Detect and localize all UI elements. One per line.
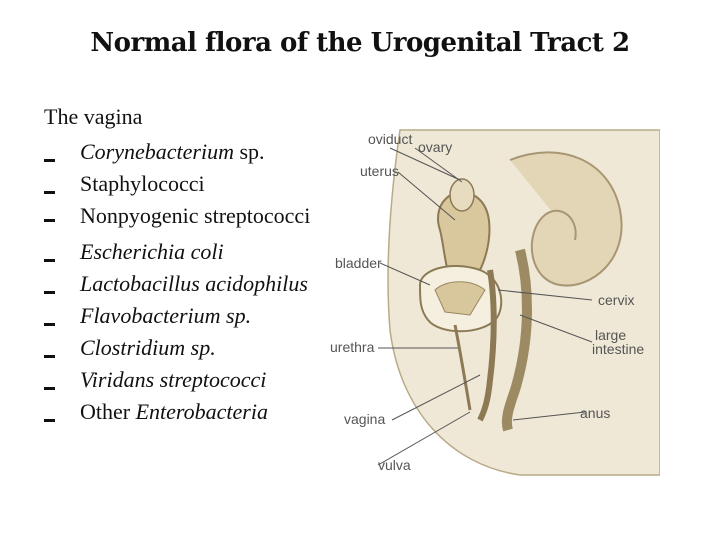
vaginal-canal [477,269,497,422]
organism-suffix: sp. [233,139,265,164]
intestine-shape [509,151,623,287]
organism-name: Enterobacteria [135,399,268,424]
organism-name: Lactobacillus acidophilus [80,271,308,296]
anatomy-diagram: oviduct ovary uterus bladder cervix larg… [330,129,660,476]
organism-name: Staphylococci [80,171,205,196]
label-vagina: vagina [344,411,385,427]
list-item: Other Enterobacteria [44,396,344,428]
label-uterus: uterus [360,163,399,179]
label-bladder: bladder [335,255,382,271]
label-vulva: vulva [378,457,411,473]
list-item: Clostridium sp. [44,332,344,364]
list-item: Flavobacterium sp. [44,300,344,332]
section-heading: The vagina [44,104,143,129]
list-item: Escherichia coli [44,236,344,268]
list-item: Viridans streptococci [44,364,344,396]
list-item: Staphylococci [44,168,344,200]
organism-prefix: Other [80,399,136,424]
list-item: Corynebacterium sp. [44,136,344,168]
organism-name: Clostridium sp. [80,335,216,360]
rectum-shape [501,248,532,432]
label-cervix: cervix [598,292,635,308]
list-item: Nonpyogenic streptococci [44,200,344,228]
organism-name: Viridans streptococci [80,367,267,392]
label-anus: anus [580,405,610,421]
organism-list: Corynebacterium sp. Staphylococci Nonpyo… [44,136,344,428]
label-ovary: ovary [418,139,452,155]
label-large: large [595,327,626,343]
organism-name: Flavobacterium sp. [80,303,252,328]
slide-title: Normal flora of the Urogenital Tract 2 [90,28,630,58]
label-intestine: intestine [592,341,644,357]
organism-name: Nonpyogenic streptococci [80,203,311,228]
label-urethra: urethra [330,339,375,355]
organism-name: Corynebacterium [80,139,234,164]
list-item: Lactobacillus acidophilus [44,268,344,300]
ovary-shape [449,178,475,212]
organism-name: Escherichia coli [80,239,224,264]
label-oviduct: oviduct [368,131,412,147]
